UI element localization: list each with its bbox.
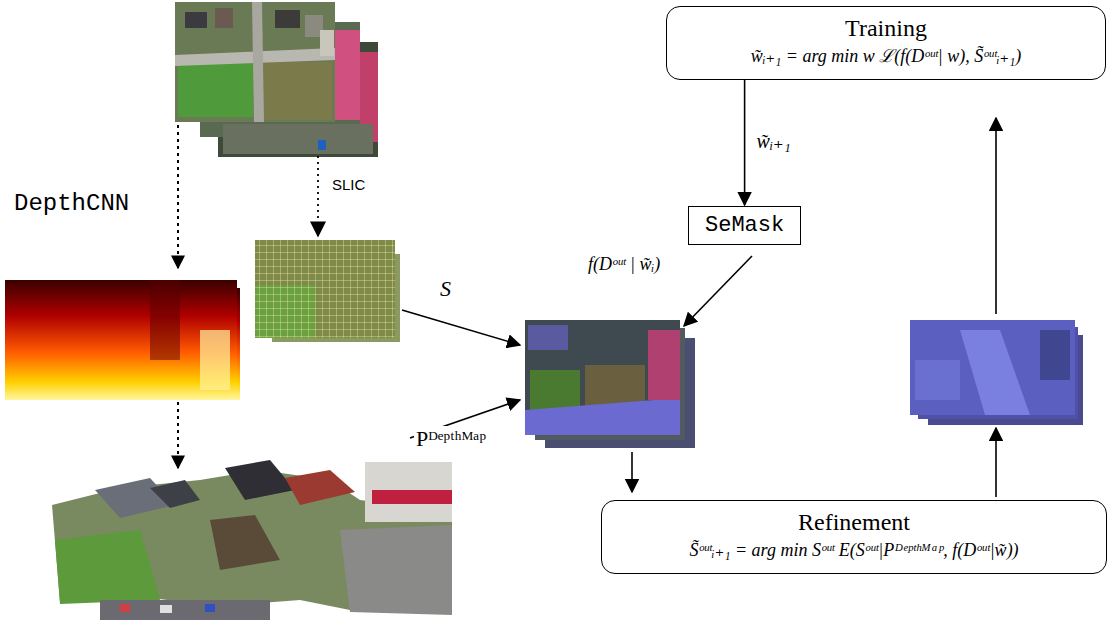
point-cloud bbox=[52, 460, 452, 620]
output-symbol: f(Dᵒᵘᵗ | w̃ᵢ) bbox=[586, 254, 662, 275]
formula-text: w̃ᵢ₊₁ = arg min w ℒ(f(Dᵒᵘᵗ| w), S̃ᵒᵘᵗᵢ₊₁… bbox=[677, 43, 1095, 69]
process-name: SLIC bbox=[330, 176, 367, 193]
refinement-box: RefinementS̃ᵒᵘᵗᵢ₊₁ = arg min Sᵒᵘᵗ E(Sᵒᵘᵗ… bbox=[601, 500, 1107, 574]
aerial-photos bbox=[175, 2, 378, 157]
flow-arrow bbox=[744, 80, 746, 205]
segmentation-image bbox=[910, 320, 1083, 425]
superpixel-images bbox=[255, 240, 400, 342]
input-symbol: Pᴰᵉᵖᵗʰᴹᵃᵖ bbox=[414, 426, 488, 452]
process-box: SeMask bbox=[688, 206, 801, 245]
process-name: DepthCNN bbox=[12, 190, 131, 217]
formula-text: S̃ᵒᵘᵗᵢ₊₁ = arg min Sᵒᵘᵗ E(Sᵒᵘᵗ|Pᴰᵉᵖᵗʰᴹᵃᵖ… bbox=[612, 537, 1096, 563]
edge-label: w̃ᵢ₊₁ bbox=[755, 129, 793, 153]
depth-map bbox=[5, 280, 240, 400]
box-heading: Training bbox=[677, 13, 1095, 43]
operator-symbol: S bbox=[438, 276, 453, 302]
training-box: Trainingw̃ᵢ₊₁ = arg min w ℒ(f(Dᵒᵘᵗ| w), … bbox=[666, 6, 1106, 80]
box-label: SeMask bbox=[705, 213, 784, 238]
segmentation-image bbox=[525, 320, 695, 448]
box-heading: Refinement bbox=[612, 507, 1096, 537]
flow-arrow bbox=[178, 118, 996, 497]
